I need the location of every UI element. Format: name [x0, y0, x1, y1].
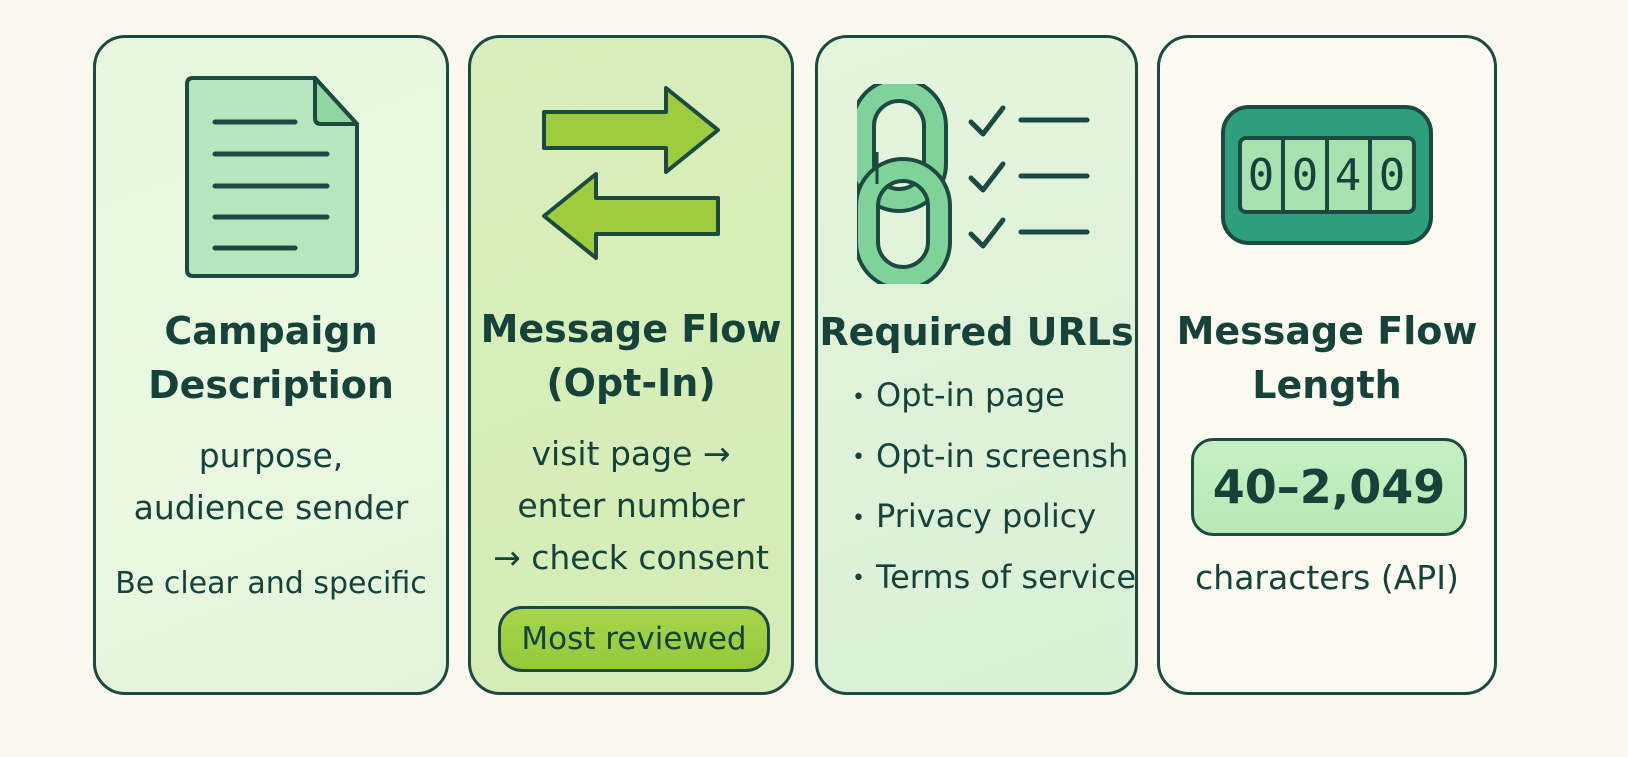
counter-digit: 0 — [1379, 150, 1406, 201]
list-item: •Opt-in screensh — [852, 427, 1135, 488]
length-range-value: 40–2,049 — [1191, 438, 1467, 536]
card-title: Required URLs — [819, 310, 1134, 354]
bullet-icon: • — [852, 445, 865, 470]
required-urls-list: •Opt-in page •Opt-in screensh •Privacy p… — [852, 366, 1135, 609]
most-reviewed-badge: Most reviewed — [498, 606, 770, 672]
length-caption: characters (API) — [1195, 558, 1459, 597]
card-message-flow-length: 0 0 4 0 Message Flow Length 40–2,049 cha… — [1157, 35, 1497, 695]
card-body: visit page → enter number → check consen… — [493, 434, 769, 577]
bullet-icon: • — [852, 505, 865, 531]
card-title: Message Flow Length — [1176, 309, 1478, 407]
list-item: •Privacy policy — [852, 487, 1135, 548]
card-message-flow-opt-in: Message Flow (Opt-In) visit page → enter… — [468, 35, 794, 695]
card-body: purpose, audience sender — [133, 436, 409, 527]
swap-arrows-icon — [542, 86, 720, 260]
link-checklist-icon — [856, 84, 1089, 284]
bullet-icon: • — [852, 566, 865, 591]
counter-digit: 4 — [1335, 150, 1362, 201]
list-item: •Terms of service — [852, 548, 1135, 609]
card-title: Message Flow (Opt-In) — [480, 307, 782, 405]
document-icon — [185, 76, 359, 278]
card-campaign-description: Campaign Description purpose, audience s… — [93, 35, 449, 695]
counter-icon: 0 0 4 0 — [1221, 105, 1433, 245]
bullet-icon: • — [852, 384, 865, 410]
card-title: Campaign Description — [148, 309, 394, 407]
counter-digit: 0 — [1248, 150, 1275, 201]
card-required-urls: Required URLs •Opt-in page •Opt-in scree… — [815, 35, 1138, 695]
counter-digit: 0 — [1292, 150, 1319, 201]
card-note: Be clear and specific — [115, 566, 427, 601]
list-item: •Opt-in page — [852, 366, 1135, 427]
